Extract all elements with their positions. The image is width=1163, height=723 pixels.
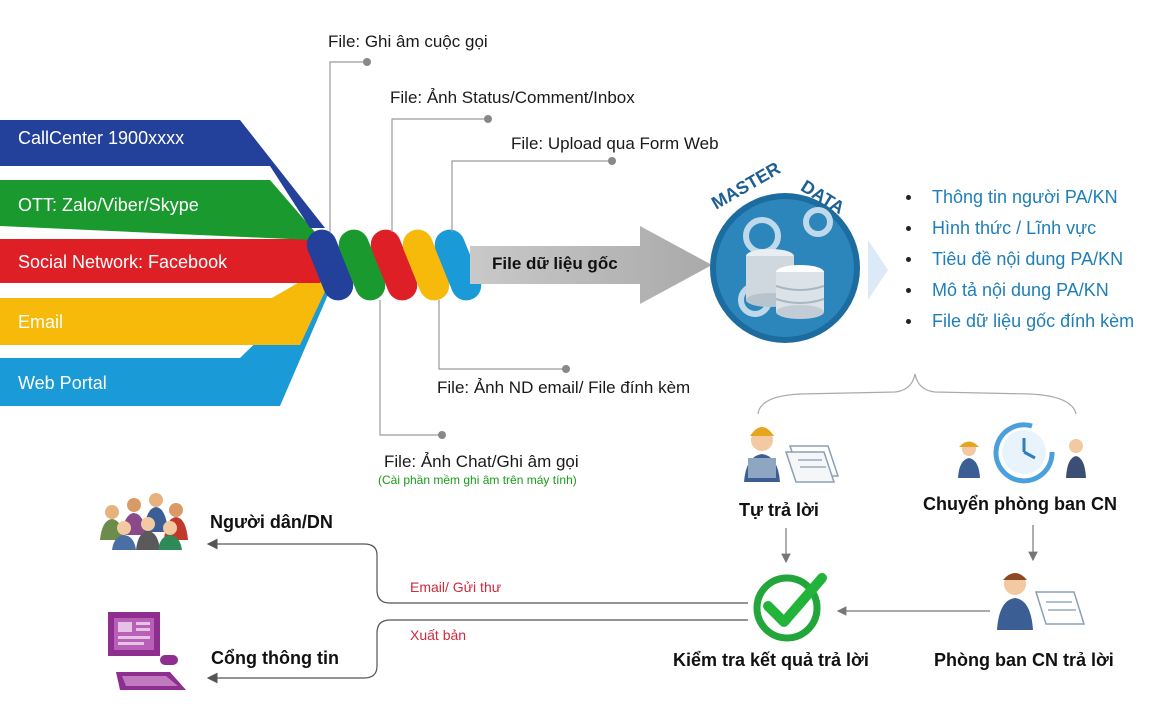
check-icon [753, 573, 827, 642]
field-item: Hình thức / Lĩnh vực [904, 213, 1134, 244]
computer-icon [108, 612, 186, 690]
arrow-check-to-citizens [206, 538, 748, 604]
citizens-label: Người dân/DN [210, 512, 333, 532]
step-check-result: Kiểm tra kết quả trả lời [673, 650, 869, 670]
big-arrow [470, 226, 712, 304]
file-label-chat-image: File: Ảnh Chat/Ghi âm gọi [384, 452, 579, 471]
leader-dots [363, 58, 616, 439]
field-item: Thông tin người PA/KN [904, 182, 1134, 213]
arrow-label: File dữ liệu gốc [492, 254, 618, 273]
step-self-answer: Tự trả lời [739, 500, 819, 520]
operator-documents-icon [744, 427, 840, 483]
businessman-documents-icon [997, 573, 1086, 630]
edge-label-publish: Xuất bản [410, 627, 467, 643]
channel-label-callcenter: CallCenter 1900xxxx [18, 128, 185, 148]
arrow-check-to-portal [206, 619, 748, 684]
file-label-call-recording: File: Ghi âm cuộc gọi [328, 32, 488, 51]
channel-label-social: Social Network: Facebook [18, 252, 228, 272]
crowd-icon [100, 493, 188, 550]
brace [757, 373, 1077, 415]
file-label-form-upload: File: Upload qua Form Web [511, 134, 719, 153]
step-transfer: Chuyển phòng ban CN [923, 494, 1117, 514]
channel-label-email: Email [18, 312, 64, 332]
file-leader-lines [329, 61, 612, 436]
chat-recording-note: (Cài phần mềm ghi âm trên máy tính) [378, 473, 577, 487]
band-social [0, 239, 335, 283]
field-item: Mô tả nội dung PA/KN [904, 275, 1134, 306]
file-label-status-image: File: Ảnh Status/Comment/Inbox [390, 88, 635, 107]
band-callcenter [0, 120, 325, 228]
chevron-icon [868, 240, 888, 300]
channel-label-ott: OTT: Zalo/Viber/Skype [18, 195, 199, 215]
clock-people-icon [958, 422, 1086, 484]
channel-label-web-portal: Web Portal [18, 373, 107, 393]
master-data-icon [710, 193, 860, 343]
field-item: File dữ liệu gốc đính kèm [904, 306, 1134, 337]
master-data-fields: Thông tin người PA/KN Hình thức / Lĩnh v… [904, 182, 1134, 337]
band-email [0, 270, 335, 345]
portal-label: Cổng thông tin [211, 648, 339, 668]
edge-label-email: Email/ Gửi thư [410, 579, 502, 595]
field-item: Tiêu đề nội dung PA/KN [904, 244, 1134, 275]
band-ott [0, 180, 330, 240]
band-web-portal [0, 290, 330, 406]
file-label-email-image: File: Ảnh ND email/ File đính kèm [437, 378, 691, 397]
step-dept-answer: Phòng ban CN trả lời [934, 650, 1114, 670]
cable-bundle [306, 229, 482, 301]
